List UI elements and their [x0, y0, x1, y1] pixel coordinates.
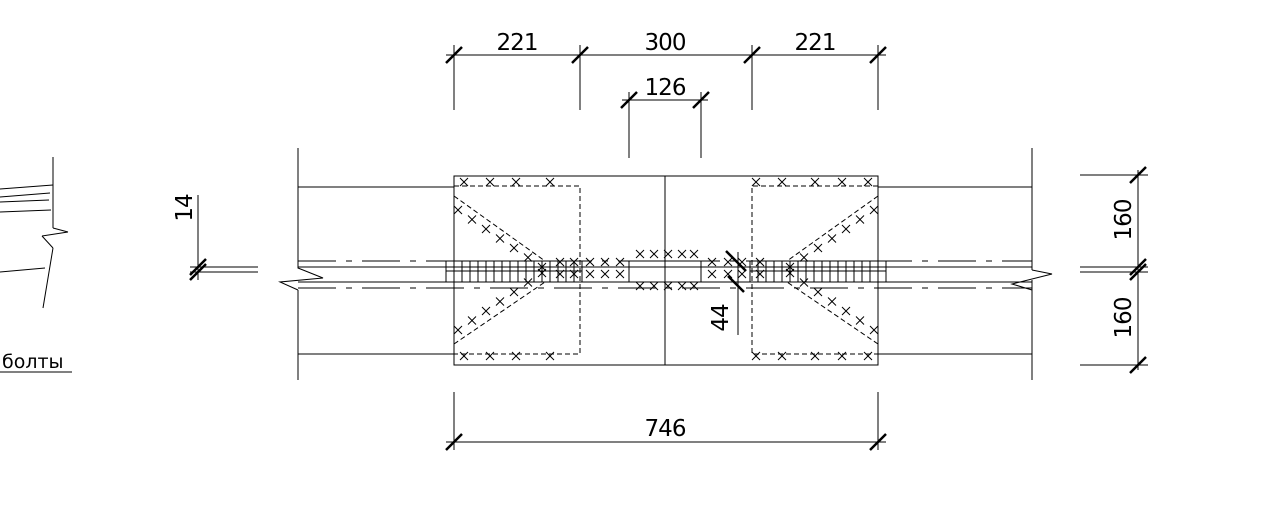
dimension-ticks: [189, 46, 1147, 451]
cross-mark: [453, 325, 463, 335]
cross-mark: [677, 281, 687, 291]
cross-mark: [785, 268, 795, 278]
cross-mark: [453, 205, 463, 215]
cross-mark: [585, 269, 595, 279]
cross-mark: [799, 253, 809, 262]
cross-mark: [467, 316, 477, 325]
cross-mark: [869, 205, 879, 215]
cross-mark: [569, 269, 579, 279]
cross-mark: [600, 257, 610, 267]
cross-mark: [755, 269, 765, 279]
cross-mark: [827, 234, 837, 243]
cross-mark: [511, 177, 521, 187]
cross-mark: [459, 351, 469, 361]
dim-top-left: 221: [497, 30, 538, 56]
cross-mark: [799, 278, 809, 287]
cross-mark: [635, 281, 645, 291]
cross-mark: [585, 257, 595, 267]
cross-mark: [615, 257, 625, 267]
cross-mark: [555, 257, 565, 267]
cross-mark: [841, 306, 851, 316]
cross-mark: [813, 243, 823, 253]
cross-mark: [707, 269, 717, 279]
cross-mark: [495, 297, 505, 306]
cross-mark: [523, 253, 533, 262]
cross-mark: [837, 351, 847, 361]
cross-mark: [509, 287, 519, 297]
cross-mark: [555, 269, 565, 279]
cross-mark: [869, 325, 879, 335]
center-axis-lines: [298, 260, 1032, 289]
cross-mark: [689, 281, 699, 291]
cross-mark: [827, 297, 837, 306]
cross-mark: [467, 215, 477, 224]
cross-mark: [511, 351, 521, 361]
cross-mark: [663, 249, 673, 259]
cross-mark: [485, 351, 495, 361]
cross-mark: [777, 177, 787, 187]
cross-mark: [635, 249, 645, 259]
cross-mark: [481, 224, 491, 234]
dim-right-lower: 160: [1111, 297, 1137, 338]
cross-mark: [813, 287, 823, 297]
dimension-lines: [190, 45, 1148, 450]
cross-mark: [649, 281, 659, 291]
cross-mark: [751, 351, 761, 361]
dashed-stiffeners: [453, 185, 879, 355]
cross-mark: [663, 281, 673, 291]
cross-mark: [649, 249, 659, 259]
cross-mark: [545, 177, 555, 187]
cross-mark: [855, 215, 865, 224]
cross-mark: [615, 269, 625, 279]
cross-mark: [755, 257, 765, 267]
cross-mark: [837, 177, 847, 187]
beam-outline: [278, 148, 1053, 380]
cross-mark: [495, 234, 505, 243]
cross-mark: [523, 278, 533, 287]
cross-mark: [751, 177, 761, 187]
bolt-bar-ticks: [453, 261, 879, 282]
cross-mark: [481, 306, 491, 316]
bolt-bar-left: [445, 260, 583, 283]
cross-mark: [459, 177, 469, 187]
cross-mark: [841, 224, 851, 234]
bolts-label: болты: [2, 351, 64, 373]
dim-right-upper: 160: [1111, 199, 1137, 240]
dim-left-thickness: 14: [172, 194, 198, 222]
cross-mark: [569, 257, 579, 267]
dim-bottom-total: 746: [645, 416, 686, 442]
bolt-bar-right: [749, 260, 887, 283]
cross-mark: [863, 177, 873, 187]
cross-mark: [810, 351, 820, 361]
bolt-cross-marks: [453, 177, 879, 361]
cross-mark: [723, 257, 733, 267]
cross-mark: [689, 249, 699, 259]
cross-mark: [855, 316, 865, 325]
cross-mark: [545, 351, 555, 361]
cross-mark: [485, 177, 495, 187]
cross-mark: [677, 249, 687, 259]
dim-inner: 126: [645, 75, 686, 101]
dim-center-small: 44: [708, 304, 734, 332]
left-partial-detail: [0, 157, 72, 373]
cross-mark: [509, 243, 519, 253]
dim-top-right: 221: [795, 30, 836, 56]
cross-mark: [810, 177, 820, 187]
cross-mark: [777, 351, 787, 361]
cross-mark: [537, 268, 547, 278]
cross-mark: [863, 351, 873, 361]
cross-mark: [707, 257, 717, 267]
cross-mark: [723, 269, 733, 279]
cross-mark: [600, 269, 610, 279]
dim-top-middle: 300: [645, 30, 686, 56]
